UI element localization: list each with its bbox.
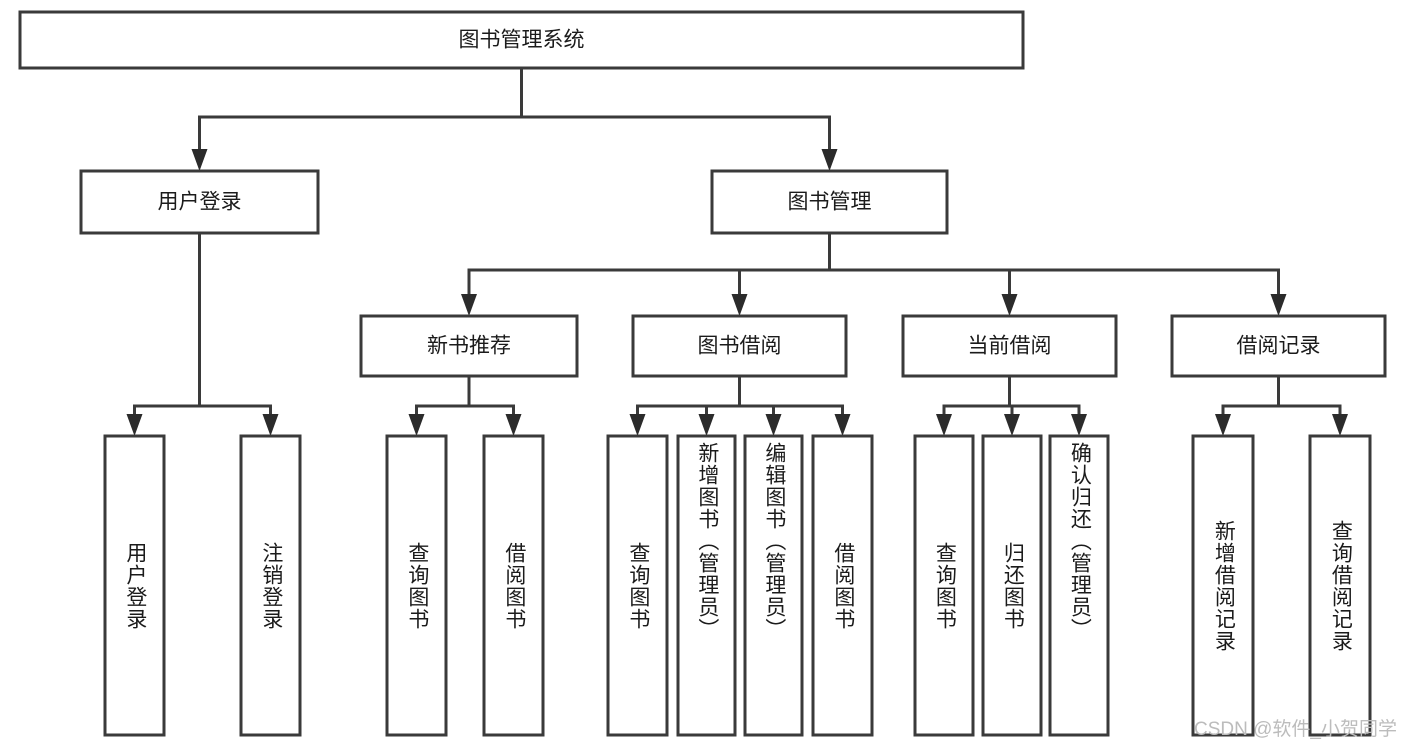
node-label-book-borrow: 图书借阅	[698, 335, 782, 358]
node-box-leaf-confirm-return	[1048, 434, 1110, 737]
node-box-user-login	[79, 169, 320, 235]
node-label-book-mgmt: 图书管理	[788, 191, 872, 214]
node-leaf-borrow-book-2[interactable]	[811, 434, 874, 737]
connector-layer	[126, 66, 1348, 436]
watermark-text: CSDN @软件_小贺同学	[1194, 719, 1397, 740]
node-box-leaf-query-book-1	[385, 434, 448, 737]
node-box-book-mgmt	[710, 169, 949, 235]
node-current-borrow[interactable]: 当前借阅	[901, 314, 1118, 378]
node-box-current-borrow	[901, 314, 1118, 378]
node-label-new-book-rec: 新书推荐	[427, 335, 511, 358]
node-box-leaf-logout-login	[239, 434, 302, 737]
node-leaf-logout-login[interactable]	[239, 434, 302, 737]
node-leaf-borrow-book-1[interactable]	[482, 434, 545, 737]
node-user-login[interactable]: 用户登录	[79, 169, 320, 235]
node-box-borrow-record	[1170, 314, 1387, 378]
node-box-leaf-add-record	[1191, 434, 1255, 737]
node-leaf-query-book-3[interactable]	[913, 434, 975, 737]
node-leaf-add-record[interactable]	[1191, 434, 1255, 737]
node-leaf-user-login[interactable]	[103, 434, 166, 737]
node-leaf-query-book-1[interactable]	[385, 434, 448, 737]
node-leaf-return-book[interactable]	[981, 434, 1043, 737]
node-borrow-record[interactable]: 借阅记录	[1170, 314, 1387, 378]
node-book-mgmt[interactable]: 图书管理	[710, 169, 949, 235]
node-box-leaf-borrow-book-2	[811, 434, 874, 737]
node-box-leaf-query-record	[1308, 434, 1372, 737]
node-box-new-book-rec	[359, 314, 579, 378]
node-label-root: 图书管理系统	[459, 29, 585, 52]
node-box-leaf-borrow-book-1	[482, 434, 545, 737]
node-box-book-borrow	[631, 314, 848, 378]
node-leaf-edit-book[interactable]	[743, 434, 804, 737]
node-new-book-rec[interactable]: 新书推荐	[359, 314, 579, 378]
node-box-root	[18, 10, 1025, 70]
node-box-leaf-return-book	[981, 434, 1043, 737]
node-box-leaf-add-book	[676, 434, 737, 737]
node-book-borrow[interactable]: 图书借阅	[631, 314, 848, 378]
node-box-leaf-edit-book	[743, 434, 804, 737]
node-root[interactable]: 图书管理系统	[18, 10, 1025, 70]
node-leaf-add-book[interactable]	[676, 434, 737, 737]
node-box-leaf-query-book-2	[606, 434, 669, 737]
node-label-user-login: 用户登录	[158, 191, 242, 214]
node-leaf-query-book-2[interactable]	[606, 434, 669, 737]
node-leaf-confirm-return[interactable]	[1048, 434, 1110, 737]
node-box-leaf-query-book-3	[913, 434, 975, 737]
node-label-borrow-record: 借阅记录	[1237, 335, 1321, 358]
node-box-leaf-user-login	[103, 434, 166, 737]
node-label-current-borrow: 当前借阅	[968, 335, 1052, 358]
node-leaf-query-record[interactable]	[1308, 434, 1372, 737]
